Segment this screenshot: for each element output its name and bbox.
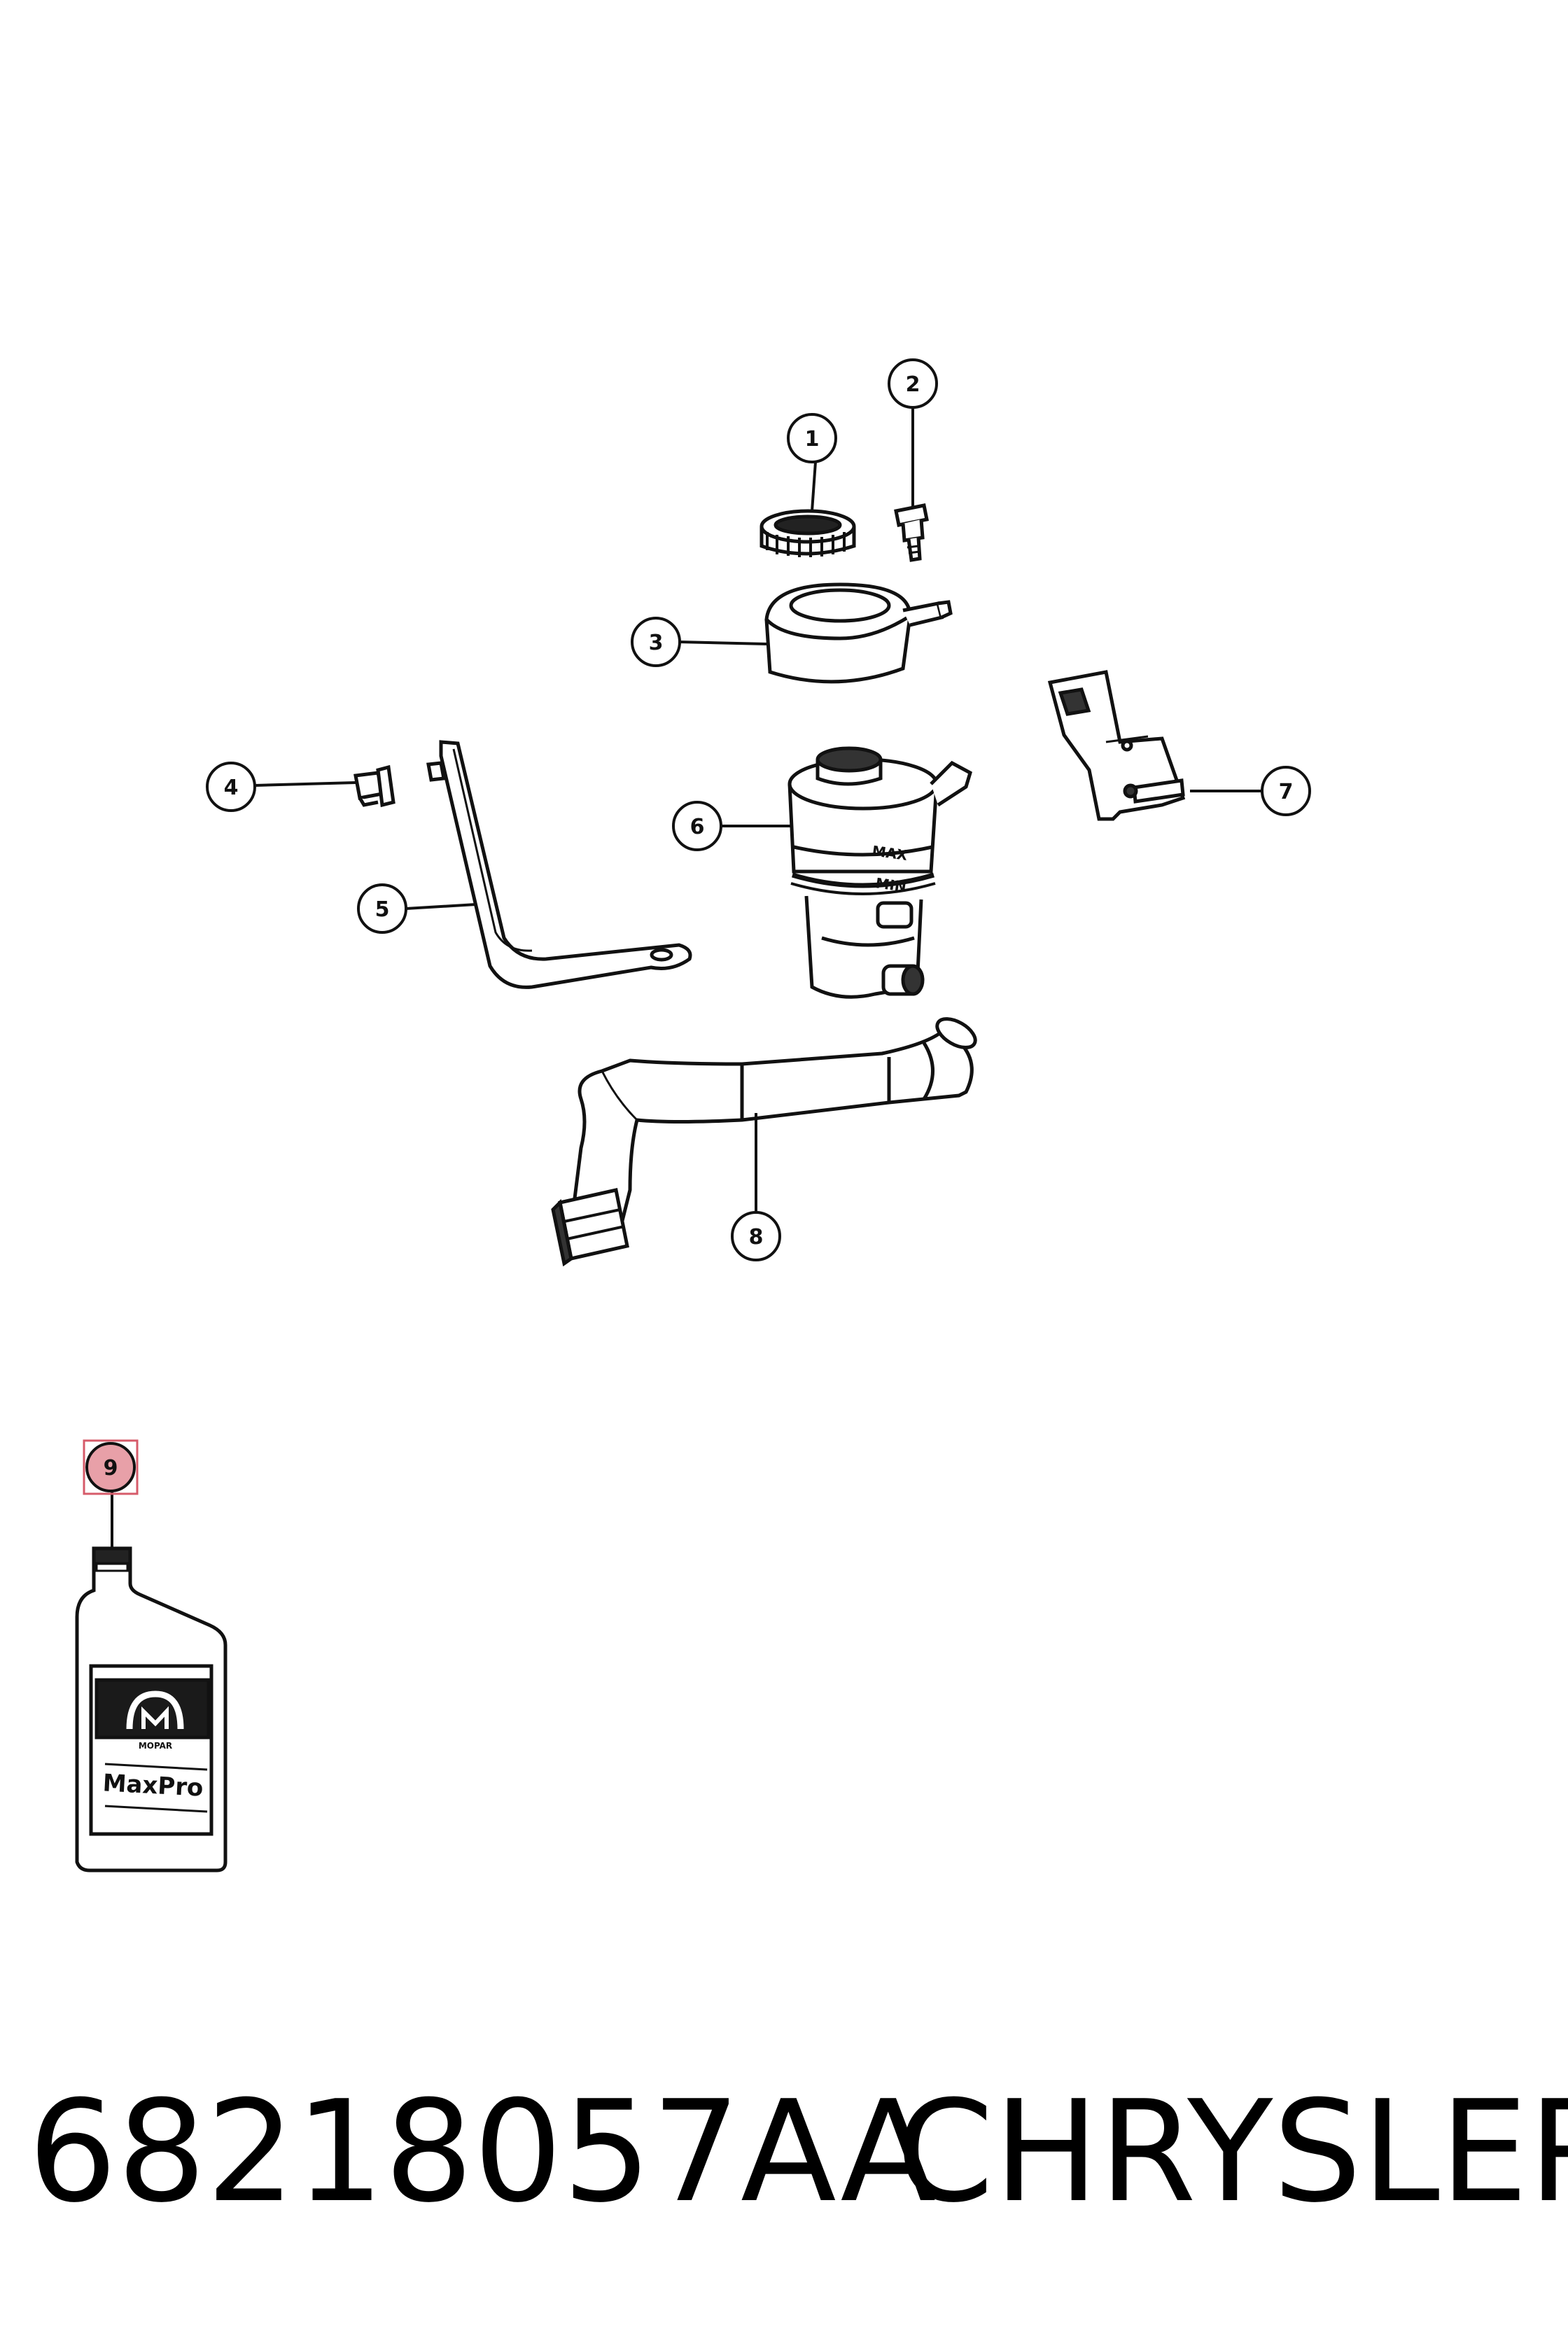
bottle-brand-text: MOPAR [139, 1741, 172, 1751]
callout-5-label: 5 [375, 897, 390, 922]
part-number: 68218057AA [28, 2071, 937, 2234]
callout-1[interactable]: 1 [787, 413, 837, 463]
callout-7[interactable]: 7 [1261, 766, 1311, 816]
callout-8[interactable]: 8 [731, 1211, 781, 1261]
callout-6-label: 6 [690, 815, 705, 839]
bottle-product-text: MaxPro [102, 1769, 204, 1802]
callout-4[interactable]: 4 [206, 762, 256, 812]
callout-9[interactable]: 9 [83, 1439, 139, 1495]
callout-9-label: 9 [104, 1456, 118, 1480]
part-6-reservoir: MAX MIN [788, 746, 972, 999]
part-5-bracket [426, 740, 692, 989]
callout-7-label: 7 [1279, 780, 1294, 804]
part-7-mount-bracket [1047, 670, 1186, 821]
callout-2-label: 2 [906, 372, 920, 397]
part-1-cap [760, 509, 856, 557]
footer-caption: 68218057AA CHRYSLER [28, 2065, 1568, 2240]
part-3-cover [764, 582, 953, 684]
callout-6[interactable]: 6 [672, 801, 722, 851]
callout-8-label: 8 [749, 1225, 764, 1250]
brand-name: CHRYSLER [896, 2071, 1568, 2234]
leader-lines [111, 407, 1262, 1547]
callout-2[interactable]: 2 [888, 358, 938, 409]
callout-4-label: 4 [224, 776, 239, 800]
callout-5[interactable]: 5 [357, 883, 407, 934]
part-2-bolt [894, 503, 929, 562]
callout-3-label: 3 [649, 631, 664, 655]
part-9-bottle: MOPAR MaxPro [75, 1546, 227, 1872]
callout-1-label: 1 [805, 427, 820, 451]
part-4-pushpin [354, 764, 396, 808]
part-8-hose [551, 1017, 977, 1267]
callout-3[interactable]: 3 [631, 617, 681, 667]
